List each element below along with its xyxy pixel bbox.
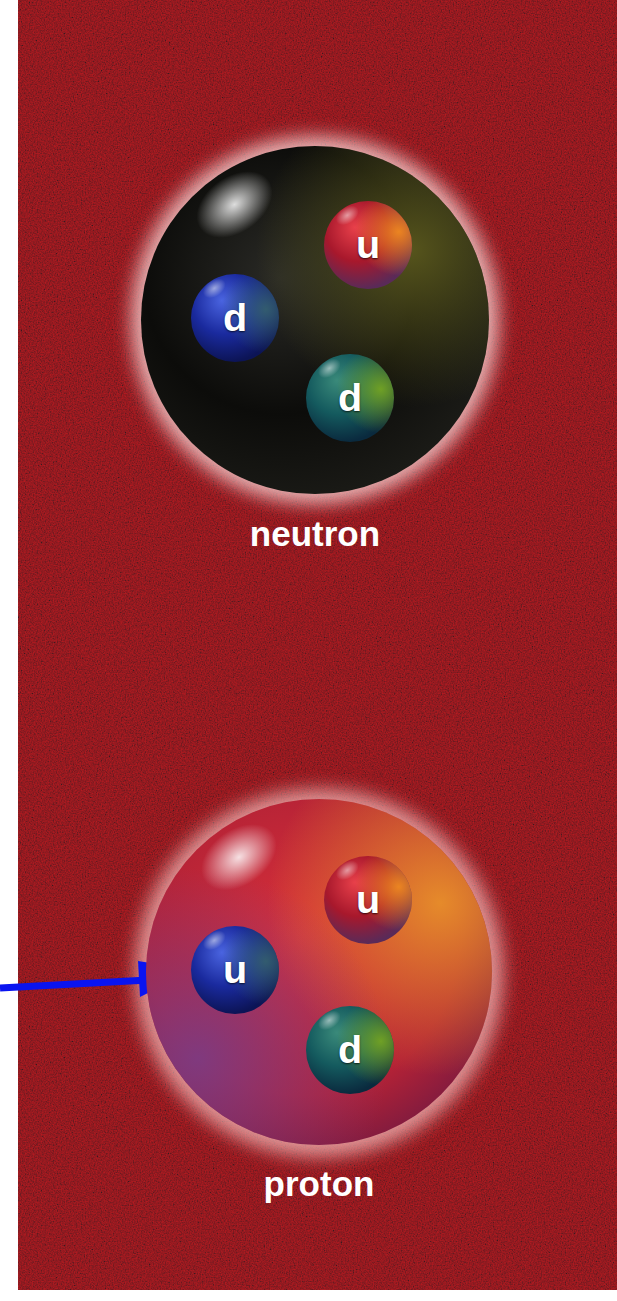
shine-highlight [184,157,285,251]
particle-name: neutron [250,514,380,553]
shine-highlight [189,810,289,904]
shape-tint [191,274,279,362]
quark-ball: d [190,273,280,363]
shape-tint [324,201,412,289]
quark-ball: u [323,855,413,945]
quark-letter: u [190,925,280,1015]
neutron-glow [131,136,499,504]
pointer-arrow-shaft [0,980,148,988]
shape-fill [191,274,279,362]
quark-ball: d [305,1005,395,1095]
quark-ball: u [323,200,413,290]
background-field [18,0,617,1290]
shape-fill [324,856,412,944]
particle-name: proton [264,1164,375,1203]
shape-fill [141,146,489,494]
shape-fill [191,926,279,1014]
quark-ball: d [305,353,395,443]
quark-letter: d [305,353,395,443]
shape-tint [306,1006,394,1094]
shape-tint [191,926,279,1014]
quark-letter: d [305,1005,395,1095]
proton-sphere: protonuud [145,798,493,1146]
shape-fill [306,354,394,442]
shape-tint [324,856,412,944]
shape-fill [324,201,412,289]
quark-letter: u [323,200,413,290]
shape-tint [146,799,492,1145]
background-noise [18,0,617,1290]
quark-ball: u [190,925,280,1015]
quark-letter: u [323,855,413,945]
shape-tint [306,354,394,442]
shape-fill [146,799,492,1145]
quark-letter: d [190,273,280,363]
proton-glow [135,789,503,1157]
shape-tint [146,799,492,1145]
shape-tint [141,146,489,494]
neutron-sphere: neutronudd [140,145,490,495]
shape-fill [306,1006,394,1094]
